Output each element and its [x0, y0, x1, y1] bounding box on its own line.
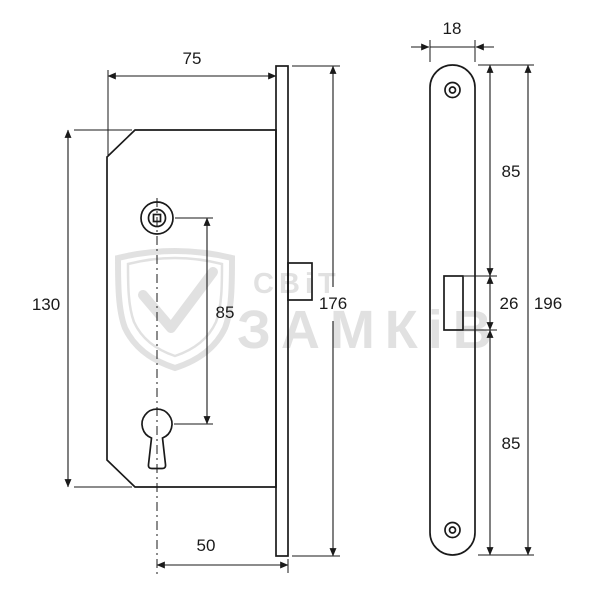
screw-hole-top [444, 81, 461, 99]
mounting-plate-outline [429, 64, 476, 556]
dimension-label-body-width: 75 [183, 49, 202, 68]
watermark-text-line1: СВіТ [253, 268, 341, 300]
screw-hole-top-inner [448, 86, 457, 94]
dimension-label-plate-upper: 85 [502, 162, 521, 181]
screw-hole-bottom-inner [448, 526, 457, 534]
dimension-label-backset: 50 [197, 536, 216, 555]
spindle-hole [140, 201, 174, 235]
dimension-label-body-height: 130 [32, 295, 60, 314]
keyhole [141, 408, 173, 470]
spindle-inner-circle [147, 208, 167, 228]
screw-hole-bottom [444, 521, 461, 539]
lock-body-outline [106, 129, 277, 488]
latch-cutout [443, 275, 464, 331]
dimension-label-plate-cutout: 26 [500, 294, 519, 313]
dimension-label-plate-total: 196 [534, 294, 562, 313]
dimension-label-plate-width: 18 [443, 19, 462, 38]
dimension-label-plate-lower: 85 [502, 434, 521, 453]
lock-body-figure: 75 130 85 176 50 [32, 49, 347, 574]
spindle-square [152, 213, 162, 223]
dimension-label-centers: 85 [216, 303, 235, 322]
screw-hole-top-outer [444, 81, 461, 99]
faceplate-figure: 18 85 26 85 196 [411, 19, 562, 556]
spindle-outer-circle [140, 201, 174, 235]
dimension-label-faceplate-height: 176 [319, 294, 347, 313]
watermark-shield-check-icon [138, 267, 218, 333]
screw-hole-bottom-outer [444, 521, 461, 539]
latch-bolt [287, 262, 313, 301]
